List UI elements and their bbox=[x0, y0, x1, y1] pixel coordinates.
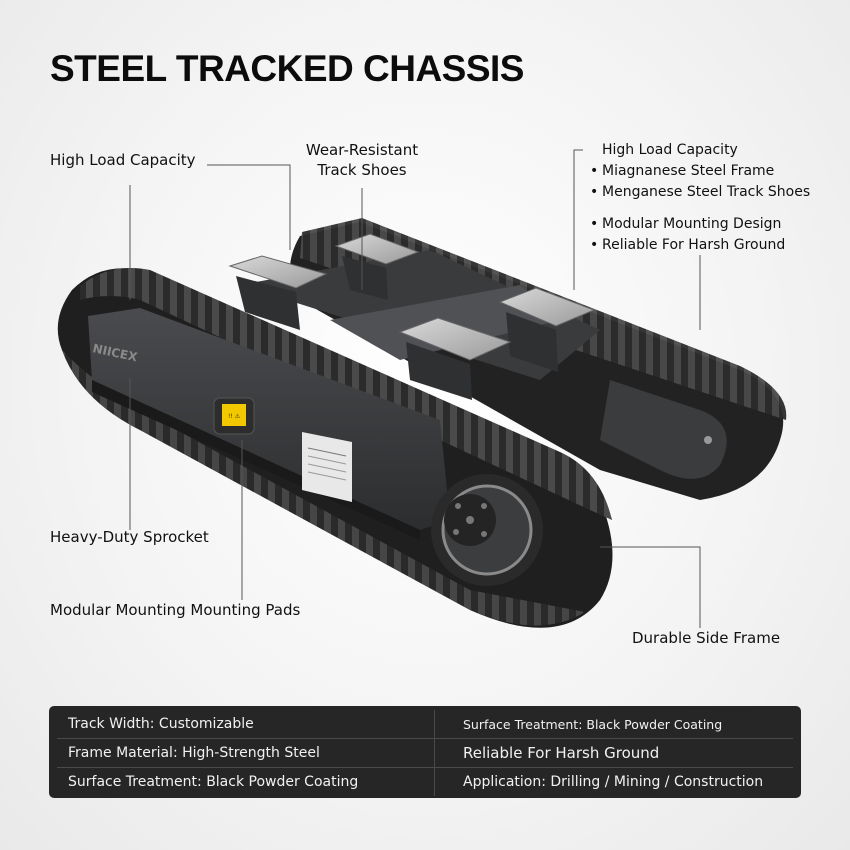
callout-modular-mounting-pads: Modular Mounting Mounting Pads bbox=[50, 601, 301, 619]
feature-item: •Miagnanese Steel Frame bbox=[590, 161, 810, 182]
dash-icon bbox=[590, 140, 602, 161]
side-frame: NIICEX !! ⚠ bbox=[88, 308, 450, 540]
spec-table: Track Width: Customizable Surface Treatm… bbox=[49, 706, 801, 798]
table-row: Surface Treatment: Black Powder Coating … bbox=[57, 768, 793, 796]
feature-item: •Reliable For Harsh Ground bbox=[590, 235, 810, 256]
info-plate bbox=[302, 432, 352, 502]
sprocket-icon bbox=[431, 474, 543, 586]
table-row: Frame Material: High-Strength Steel Reli… bbox=[57, 739, 793, 768]
leader-lines bbox=[129, 149, 701, 628]
mounting-pads bbox=[228, 233, 596, 400]
callout-heavy-duty-sprocket: Heavy-Duty Sprocket bbox=[50, 528, 209, 546]
callout-durable-side-frame: Durable Side Frame bbox=[632, 629, 781, 647]
feature-item: High Load Capacity bbox=[590, 140, 810, 161]
spec-cell: Reliable For Harsh Ground bbox=[463, 744, 660, 762]
feature-list: High Load Capacity •Miagnanese Steel Fra… bbox=[590, 140, 810, 256]
spec-cell: Track Width: Customizable bbox=[57, 710, 435, 738]
spec-cell: Frame Material: High-Strength Steel bbox=[57, 739, 435, 767]
callout-wear-resistant: Wear-Resistant Track Shoes bbox=[296, 140, 428, 180]
callout-high-load-capacity: High Load Capacity bbox=[50, 151, 196, 169]
spec-cell: Application: Drilling / Mining / Constru… bbox=[463, 774, 764, 790]
bullet-icon: • bbox=[590, 163, 599, 179]
spec-cell: Surface Treatment: Black Powder Coating bbox=[57, 768, 435, 796]
callout-wear-resistant-line2: Track Shoes bbox=[317, 161, 407, 179]
spec-cell: Surface Treatment: Black Powder Coating bbox=[463, 716, 723, 732]
feature-item: •Modular Mounting Design bbox=[590, 214, 810, 235]
table-row: Track Width: Customizable Surface Treatm… bbox=[57, 710, 793, 739]
bullet-icon: • bbox=[590, 237, 599, 253]
bullet-icon: • bbox=[590, 216, 599, 232]
callout-wear-resistant-line1: Wear-Resistant bbox=[305, 141, 419, 159]
page-title: STEEL TRACKED CHASSIS bbox=[50, 48, 525, 89]
warning-badge bbox=[222, 404, 246, 426]
svg-text:!! ⚠: !! ⚠ bbox=[228, 413, 241, 420]
bullet-icon: • bbox=[590, 184, 599, 200]
feature-item: •Menganese Steel Track Shoes bbox=[590, 182, 810, 203]
